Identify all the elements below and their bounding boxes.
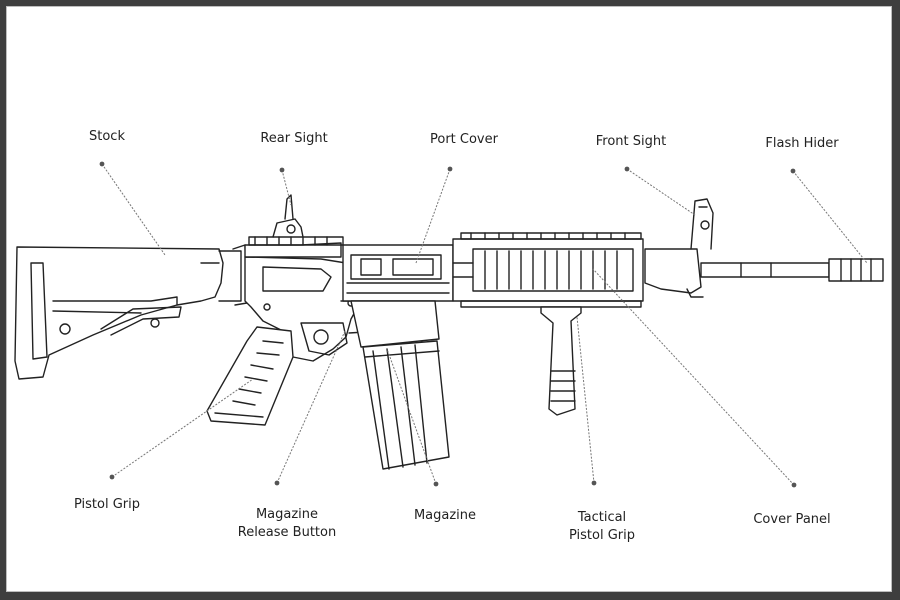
stock-part xyxy=(14,246,224,380)
leader-stock xyxy=(101,163,166,256)
label-flash-hider-text: Flash Hider xyxy=(765,136,839,151)
dot-front-sight xyxy=(624,166,630,172)
dot-flash-hider xyxy=(790,168,796,174)
leader-magazine xyxy=(386,348,437,485)
label-magazine-release-button: Magazine Release Button xyxy=(217,506,357,542)
rifle-diagram xyxy=(14,161,884,488)
label-magazine: Magazine xyxy=(397,507,493,525)
dot-stock xyxy=(99,161,105,167)
label-cover-panel-text: Cover Panel xyxy=(753,512,831,527)
dot-tactical-grip xyxy=(591,480,597,486)
label-cover-panel: Cover Panel xyxy=(737,511,847,529)
upper-receiver-part xyxy=(244,236,454,348)
label-stock: Stock xyxy=(77,128,137,146)
diagram-frame: Stock Rear Sight Port Cover Front Sight … xyxy=(6,6,892,592)
handguard-part xyxy=(452,232,644,308)
barrel-part xyxy=(700,262,830,278)
label-tactical-grip-line1: Tactical xyxy=(577,510,627,525)
label-flash-hider: Flash Hider xyxy=(747,135,857,153)
dot-rear-sight xyxy=(279,167,285,173)
flash-hider-part xyxy=(828,258,884,282)
dot-magazine xyxy=(433,481,439,487)
label-magazine-release-line2: Release Button xyxy=(237,525,337,540)
label-port-cover-text: Port Cover xyxy=(430,132,498,147)
leader-cover-panel xyxy=(592,268,795,486)
label-pistol-grip: Pistol Grip xyxy=(57,496,157,514)
label-tactical-pistol-grip: Tactical Pistol Grip xyxy=(547,509,657,545)
label-magazine-text: Magazine xyxy=(413,508,477,523)
rear-sight-part xyxy=(272,194,304,238)
leader-rear-sight xyxy=(281,169,292,206)
dot-cover-panel xyxy=(791,482,797,488)
dot-mag-release xyxy=(274,480,280,486)
label-front-sight-text: Front Sight xyxy=(595,134,667,149)
leader-flash-hider xyxy=(792,170,868,264)
leader-pistol-grip xyxy=(111,378,254,478)
front-sight-part xyxy=(644,198,714,298)
label-tactical-grip-line2: Pistol Grip xyxy=(568,528,635,543)
tactical-grip-part xyxy=(540,306,582,416)
pistol-grip-part xyxy=(206,326,294,426)
label-rear-sight: Rear Sight xyxy=(242,130,346,148)
dot-port-cover xyxy=(447,166,453,172)
label-rear-sight-text: Rear Sight xyxy=(260,131,328,146)
leader-tactical-grip xyxy=(576,316,595,484)
magazine-part xyxy=(362,340,450,470)
label-front-sight: Front Sight xyxy=(576,133,686,151)
leader-front-sight xyxy=(626,168,696,216)
dot-pistol-grip xyxy=(109,474,115,480)
label-stock-text: Stock xyxy=(89,129,125,144)
label-magazine-release-line1: Magazine xyxy=(255,507,319,522)
leader-port-cover xyxy=(415,168,451,264)
label-port-cover: Port Cover xyxy=(412,131,516,149)
label-pistol-grip-text: Pistol Grip xyxy=(73,497,140,512)
